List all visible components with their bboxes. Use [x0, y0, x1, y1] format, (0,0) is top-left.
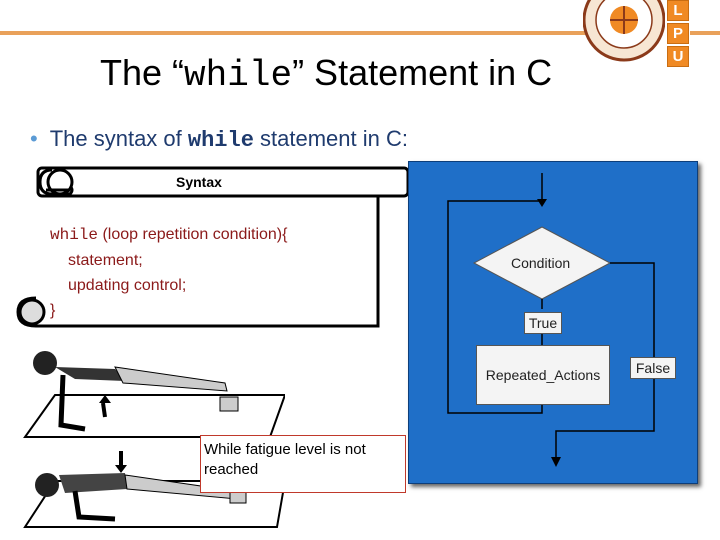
pushup-up-illustration: [15, 345, 285, 440]
repeated-actions-box: Repeated_Actions: [476, 345, 610, 405]
condition-label: Condition: [511, 255, 570, 271]
code-line: }: [50, 298, 287, 323]
code-line: updating control;: [50, 273, 287, 298]
logo-letter: L: [667, 0, 689, 21]
bullet-dot-icon: •: [30, 126, 38, 151]
code-keyword: while: [50, 226, 98, 244]
lpu-logo-letters: L P U: [667, 0, 689, 69]
title-keyword: while: [184, 55, 292, 96]
true-label: True: [524, 312, 562, 334]
code-line: while (loop repetition condition){: [50, 222, 287, 248]
code-line: statement;: [50, 248, 287, 273]
header-rule: [0, 31, 610, 35]
title-suffix: ” Statement in C: [292, 52, 552, 93]
header-rule-right: [690, 31, 720, 35]
fatigue-note: While fatigue level is not reached: [200, 435, 406, 493]
bullet-keyword: while: [188, 128, 254, 153]
logo-letter: P: [667, 23, 689, 44]
bullet-prefix: The syntax of: [50, 126, 188, 151]
title-prefix: The “: [100, 52, 184, 93]
code-text: (loop repetition condition){: [98, 226, 287, 243]
syntax-header: Syntax: [176, 174, 222, 190]
false-label: False: [630, 357, 676, 379]
bullet-point: • The syntax of while statement in C:: [30, 126, 408, 153]
logo-letter: U: [667, 46, 689, 67]
syntax-code: while (loop repetition condition){ state…: [50, 222, 287, 323]
bullet-suffix: statement in C:: [254, 126, 408, 151]
while-flowchart: Condition True Repeated_Actions False: [408, 161, 696, 482]
slide-title: The “while” Statement in C: [100, 52, 640, 96]
